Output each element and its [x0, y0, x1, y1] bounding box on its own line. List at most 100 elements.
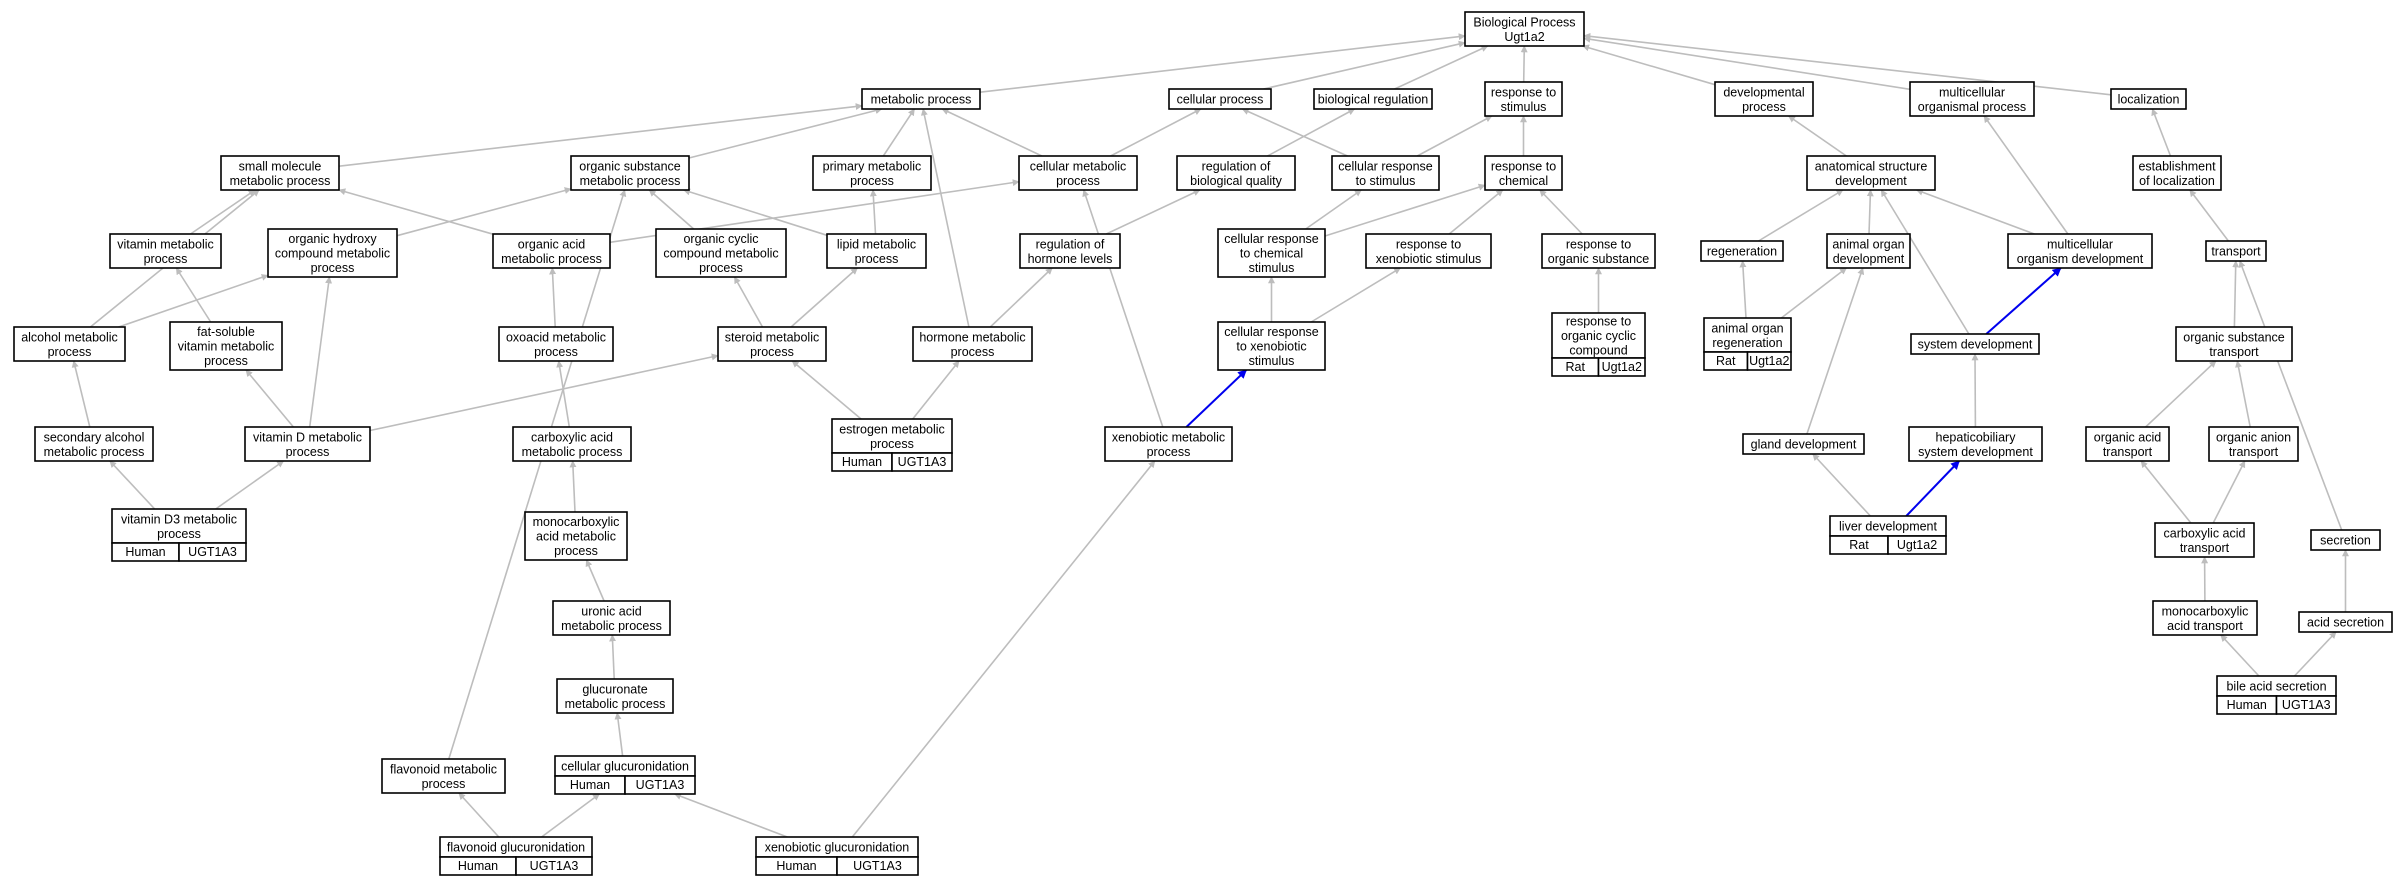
node-label: flavonoid metabolic [390, 762, 497, 776]
edge-vitD-met-to-fat-sol-vit [245, 369, 295, 428]
edge-flavonoid-glucuronidation-to-cell-glucuronidation [541, 793, 600, 838]
edge-vitD-met-to-org-hydroxy [308, 276, 333, 428]
edge-bioreg-to-bp [1394, 45, 1489, 90]
edge-multi-org-dev-to-multi-org [1983, 115, 2069, 235]
gene-cell [1887, 535, 1947, 555]
node-label: organism development [2017, 252, 2144, 266]
node-secretion[interactable]: secretion [2310, 529, 2381, 551]
node-metabolic[interactable]: metabolic process [861, 88, 981, 110]
edge-xeno-met-to-cell-resp-xeno [1185, 369, 1247, 428]
edge-regen-to-anat-dev [1758, 189, 1844, 242]
edge-uronic-met-to-monocarbox-met [585, 559, 605, 602]
node-system-dev[interactable]: system development [1910, 333, 2040, 355]
node-label: alcohol metabolic [21, 330, 118, 344]
species-label: Human [842, 455, 882, 469]
node-label: biological quality [1190, 174, 1282, 188]
node-label: monocarboxylic [2162, 604, 2249, 618]
edge-xeno-glucuronidation-to-cell-glucuronidation [674, 792, 788, 838]
node-gland-dev[interactable]: gland development [1742, 433, 1865, 455]
node-box [1703, 317, 1792, 353]
edge-cell-glucuronidation-to-glucuronate-met [614, 712, 624, 757]
node-label: multicellular [2047, 237, 2113, 251]
gene-cell [1597, 357, 1646, 377]
node-label: process [855, 252, 899, 266]
node-label: compound metabolic [275, 247, 390, 261]
node-box [1217, 321, 1326, 371]
node-cellular[interactable]: cellular process [1168, 88, 1272, 110]
edge-steroid-met-to-lipid-met [790, 267, 858, 328]
node-regen[interactable]: regeneration [1700, 240, 1784, 262]
node-box [1313, 88, 1433, 110]
node-label: vitamin metabolic [178, 340, 275, 354]
node-transport[interactable]: transport [2205, 240, 2267, 262]
node-label: stimulus [1501, 100, 1547, 114]
node-local[interactable]: localization [2110, 88, 2187, 110]
node-box [1484, 155, 1563, 191]
node-bioreg[interactable]: biological regulation [1313, 88, 1433, 110]
species-label: Rat [1849, 538, 1869, 552]
node-label: vitamin metabolic [117, 237, 214, 251]
node-label: organic substance [1548, 252, 1650, 266]
node-acid-secretion[interactable]: acid secretion [2298, 611, 2393, 633]
edge-transport-to-estab-local [2189, 189, 2230, 242]
edge-estab-local-to-local [2151, 108, 2172, 157]
gene-label: UGT1A3 [636, 778, 685, 792]
edge-org-hydroxy-to-org-sub-met [396, 187, 572, 237]
